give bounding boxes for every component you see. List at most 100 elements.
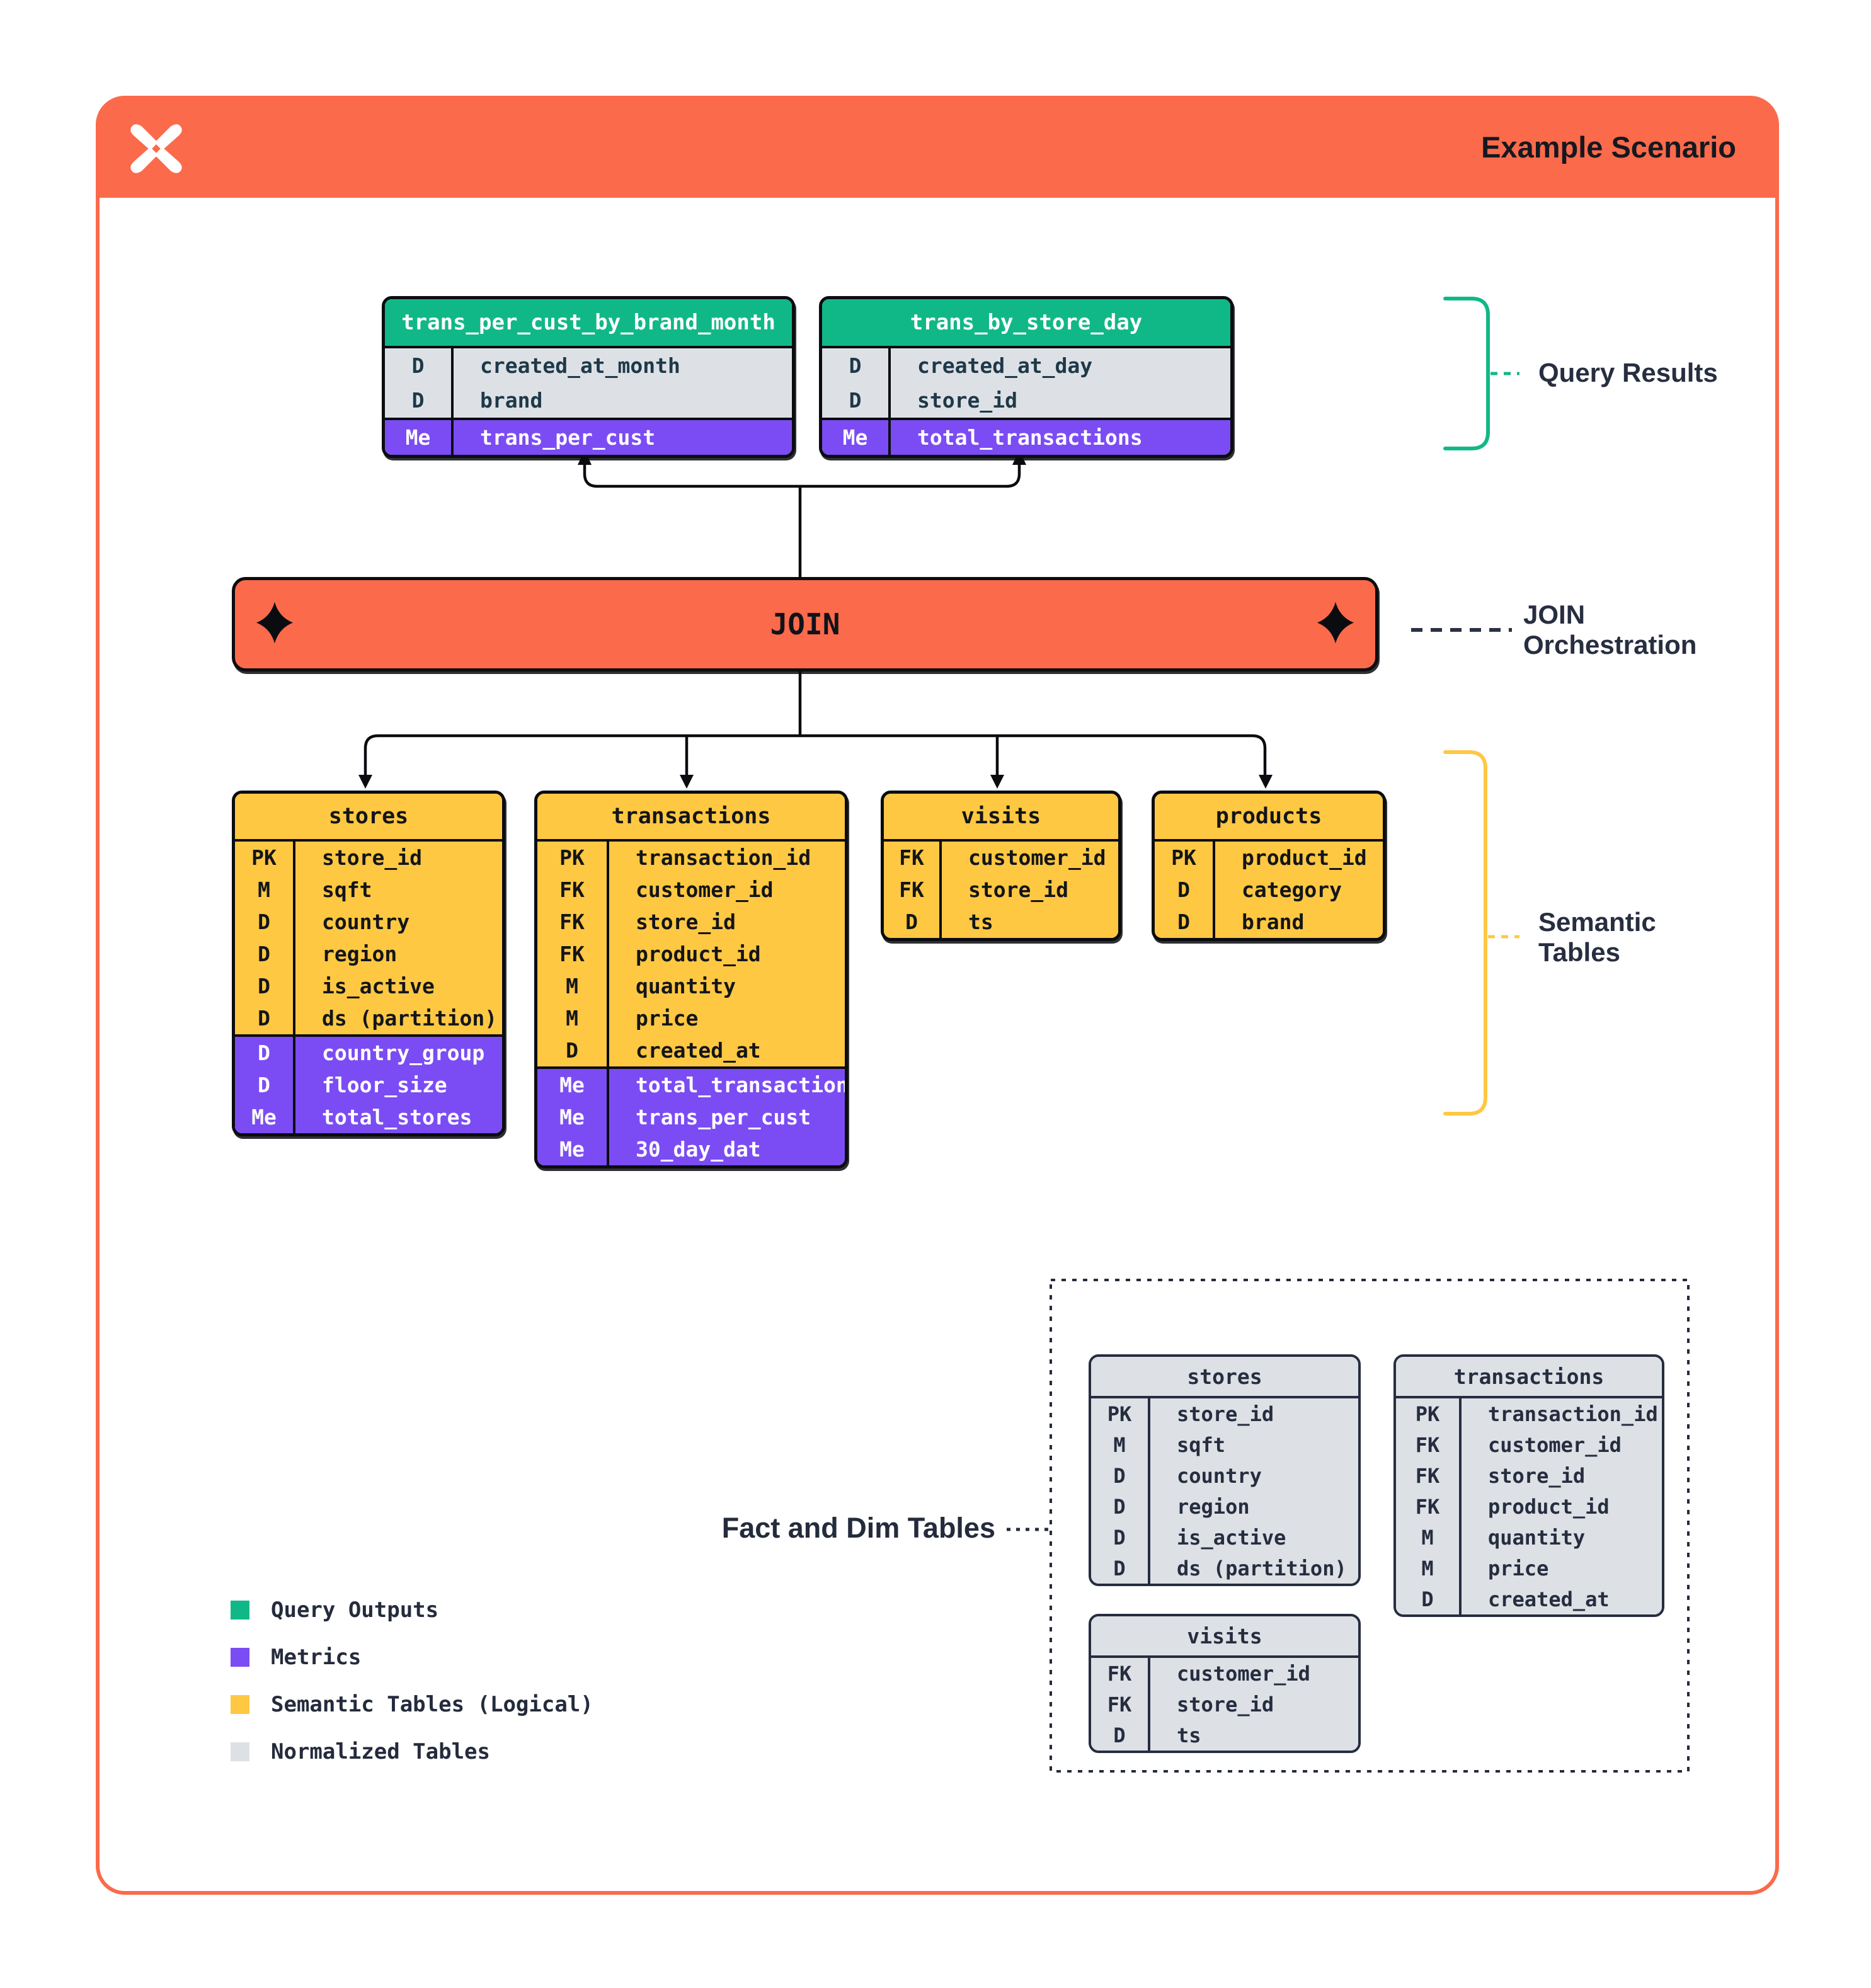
annotation-line: Semantic <box>1538 907 1656 937</box>
table-title: visits <box>1091 1616 1358 1655</box>
row-key: M <box>1396 1553 1462 1584</box>
row-field: ts <box>1177 1723 1201 1747</box>
row-field: created_at_day <box>917 353 1093 378</box>
row-key: Me <box>385 420 454 455</box>
row-key: D <box>385 348 454 383</box>
row-key: D <box>1091 1553 1150 1584</box>
row-field: total_transactions <box>917 425 1143 450</box>
row-field: trans_per_cust <box>480 425 656 450</box>
row-key: Me <box>537 1101 609 1133</box>
query-table-trans-per-cust-by-brand-month: trans_per_cust_by_brand_month D created_… <box>382 296 795 458</box>
row-field: is_active <box>322 974 435 998</box>
row-key: D <box>235 1002 295 1034</box>
row-key: M <box>235 874 295 906</box>
row-key: M <box>537 1002 609 1034</box>
row-field: product_id <box>1242 845 1367 870</box>
row-key: FK <box>537 938 609 970</box>
join-orchestration-bar: JOIN <box>232 577 1378 671</box>
row-field: sqft <box>322 877 372 902</box>
row-field: total_transactions <box>636 1073 848 1097</box>
row-key: FK <box>537 874 609 906</box>
query-table-trans-by-store-day: trans_by_store_day D created_at_day D st… <box>819 296 1233 458</box>
row-key: D <box>235 1069 295 1101</box>
table-row: FK customer_id <box>884 842 1118 874</box>
row-field: customer_id <box>968 845 1106 870</box>
row-key: Me <box>537 1133 609 1165</box>
row-field: 30_day_dat <box>636 1137 761 1162</box>
row-field: store_id <box>1177 1402 1274 1426</box>
annotation-join-orchestration: JOIN Orchestration <box>1523 600 1696 661</box>
row-key: Me <box>537 1069 609 1101</box>
row-field: brand <box>1242 910 1305 934</box>
legend-item: Semantic Tables (Logical) <box>231 1692 593 1717</box>
row-field: quantity <box>1488 1525 1586 1550</box>
row-key: Me <box>235 1101 295 1133</box>
row-key: M <box>1396 1522 1462 1553</box>
table-title: transactions <box>537 794 845 839</box>
row-field: trans_per_cust <box>636 1105 811 1129</box>
row-key: FK <box>884 842 942 874</box>
table-row: Me total_transactions <box>537 1069 845 1101</box>
row-field: floor_size <box>322 1073 447 1097</box>
row-key: D <box>822 348 891 383</box>
row-key: FK <box>1091 1689 1150 1720</box>
row-field: store_id <box>1488 1463 1586 1488</box>
row-field: store_id <box>322 845 422 870</box>
legend-item: Query Outputs <box>231 1597 593 1623</box>
row-key: FK <box>884 874 942 906</box>
row-key: D <box>1091 1491 1150 1522</box>
row-field: category <box>1242 877 1342 902</box>
row-key: FK <box>1396 1460 1462 1491</box>
diamond-star-icon <box>1316 601 1355 648</box>
table-row: D created_at_month <box>385 348 792 383</box>
annotation-fact-and-dim-tables: Fact and Dim Tables <box>721 1512 995 1544</box>
table-title: stores <box>235 794 502 839</box>
table-row: Me 30_day_dat <box>537 1133 845 1165</box>
annotation-line: Orchestration <box>1523 630 1697 660</box>
row-field: transaction_id <box>1488 1402 1658 1426</box>
row-field: price <box>636 1006 699 1031</box>
table-title: trans_by_store_day <box>822 299 1230 346</box>
legend-item: Normalized Tables <box>231 1739 593 1764</box>
row-key: D <box>537 1034 609 1066</box>
annotation-line: Tables <box>1538 937 1620 968</box>
annotation-semantic-tables: Semantic Tables <box>1538 907 1656 968</box>
table-row: Me trans_per_cust <box>385 420 792 455</box>
row-field: created_at <box>636 1038 761 1063</box>
row-key: PK <box>235 842 295 874</box>
row-field: region <box>322 942 398 966</box>
row-field: product_id <box>636 942 761 966</box>
row-field: store_id <box>636 910 736 934</box>
table-title: products <box>1155 794 1383 839</box>
table-row: D brand <box>385 383 792 418</box>
row-key: D <box>1155 874 1215 906</box>
row-field: customer_id <box>1177 1661 1310 1686</box>
row-field: total_stores <box>322 1105 472 1129</box>
row-field: product_id <box>1488 1494 1610 1519</box>
table-row: PK store_id <box>1091 1398 1358 1429</box>
row-key: PK <box>1091 1398 1150 1429</box>
table-title: trans_per_cust_by_brand_month <box>385 299 792 346</box>
